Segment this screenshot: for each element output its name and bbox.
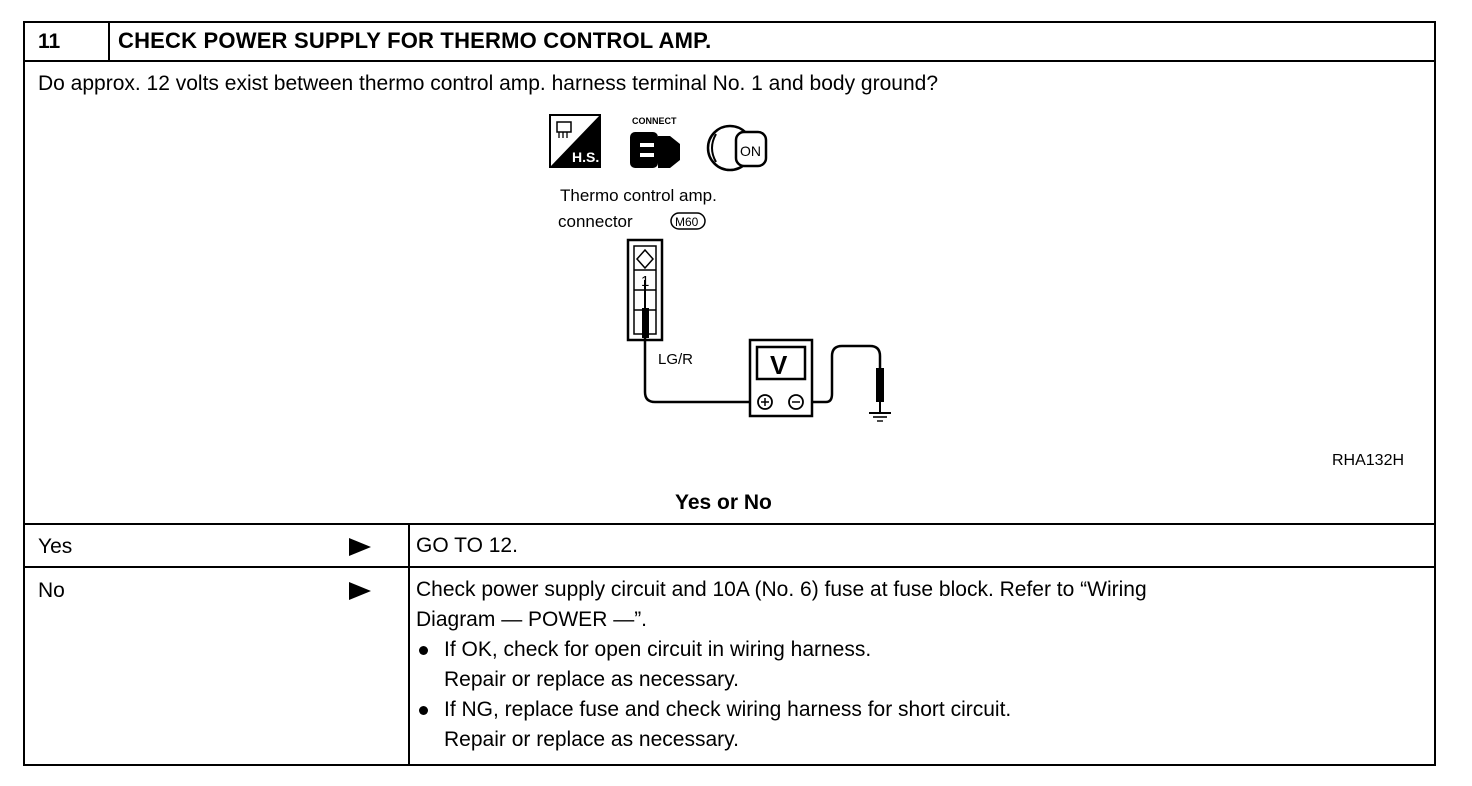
figure-code: RHA132H — [1332, 452, 1405, 469]
connector-label-line2: connector — [558, 212, 633, 231]
no-action-line2: Diagram — POWER —”. — [416, 608, 648, 631]
ground-icon — [869, 412, 891, 422]
ignition-key-icon: ON — [706, 124, 768, 172]
bullet-ok-line1: If OK, check for open circuit in wiring … — [444, 638, 872, 661]
connector-label-line1: Thermo control amp. — [560, 186, 717, 205]
connect-icon: CONNECT — [630, 116, 680, 168]
voltmeter: V — [748, 338, 814, 418]
wire-color-label: LG/R — [658, 351, 693, 368]
no-action-bullets: If OK, check for open circuit in wiring … — [416, 635, 1011, 755]
hs-label: H.S. — [572, 149, 599, 165]
results-top-rule — [24, 523, 1435, 525]
bullet-item-ok: If OK, check for open circuit in wiring … — [416, 635, 1011, 695]
voltmeter-symbol: V — [770, 350, 788, 380]
no-arrow-icon — [349, 582, 371, 600]
yes-label: Yes — [38, 535, 73, 558]
procedure-table — [23, 21, 1436, 766]
results-row-rule — [24, 566, 1435, 568]
step-number: 11 — [38, 30, 61, 53]
connector-id-badge — [670, 212, 706, 230]
header-bottom-rule — [24, 60, 1435, 62]
positive-lead-wire — [643, 338, 756, 404]
bullet-ng-line2: Repair or replace as necessary. — [444, 728, 739, 751]
positive-probe — [642, 280, 649, 338]
bullet-ng-line1: If NG, replace fuse and check wiring har… — [444, 698, 1012, 721]
step-title: CHECK POWER SUPPLY FOR THERMO CONTROL AM… — [118, 28, 712, 53]
yes-arrow-icon — [349, 538, 371, 556]
no-action-line1: Check power supply circuit and 10A (No. … — [416, 578, 1147, 601]
results-column-divider — [408, 524, 410, 765]
connect-label: CONNECT — [632, 116, 677, 126]
no-label: No — [38, 579, 65, 602]
question-text: Do approx. 12 volts exist between thermo… — [38, 72, 938, 95]
header-divider — [108, 22, 110, 62]
bullet-dot-icon — [419, 646, 428, 655]
bullet-dot-icon — [419, 706, 428, 715]
voltage-check-diagram: H.S. CONNECT ON Thermo control amp. conn… — [549, 114, 891, 422]
ignition-on-label: ON — [740, 143, 761, 159]
yes-or-no-heading: Yes or No — [675, 491, 772, 514]
hs-icon: H.S. — [549, 114, 601, 168]
bullet-item-ng: If NG, replace fuse and check wiring har… — [416, 695, 1011, 755]
ground-probe — [876, 368, 884, 412]
yes-action: GO TO 12. — [416, 534, 518, 557]
negative-lead-wire — [798, 344, 882, 404]
connector-id: M60 — [675, 215, 699, 229]
bullet-ok-line2: Repair or replace as necessary. — [444, 668, 739, 691]
